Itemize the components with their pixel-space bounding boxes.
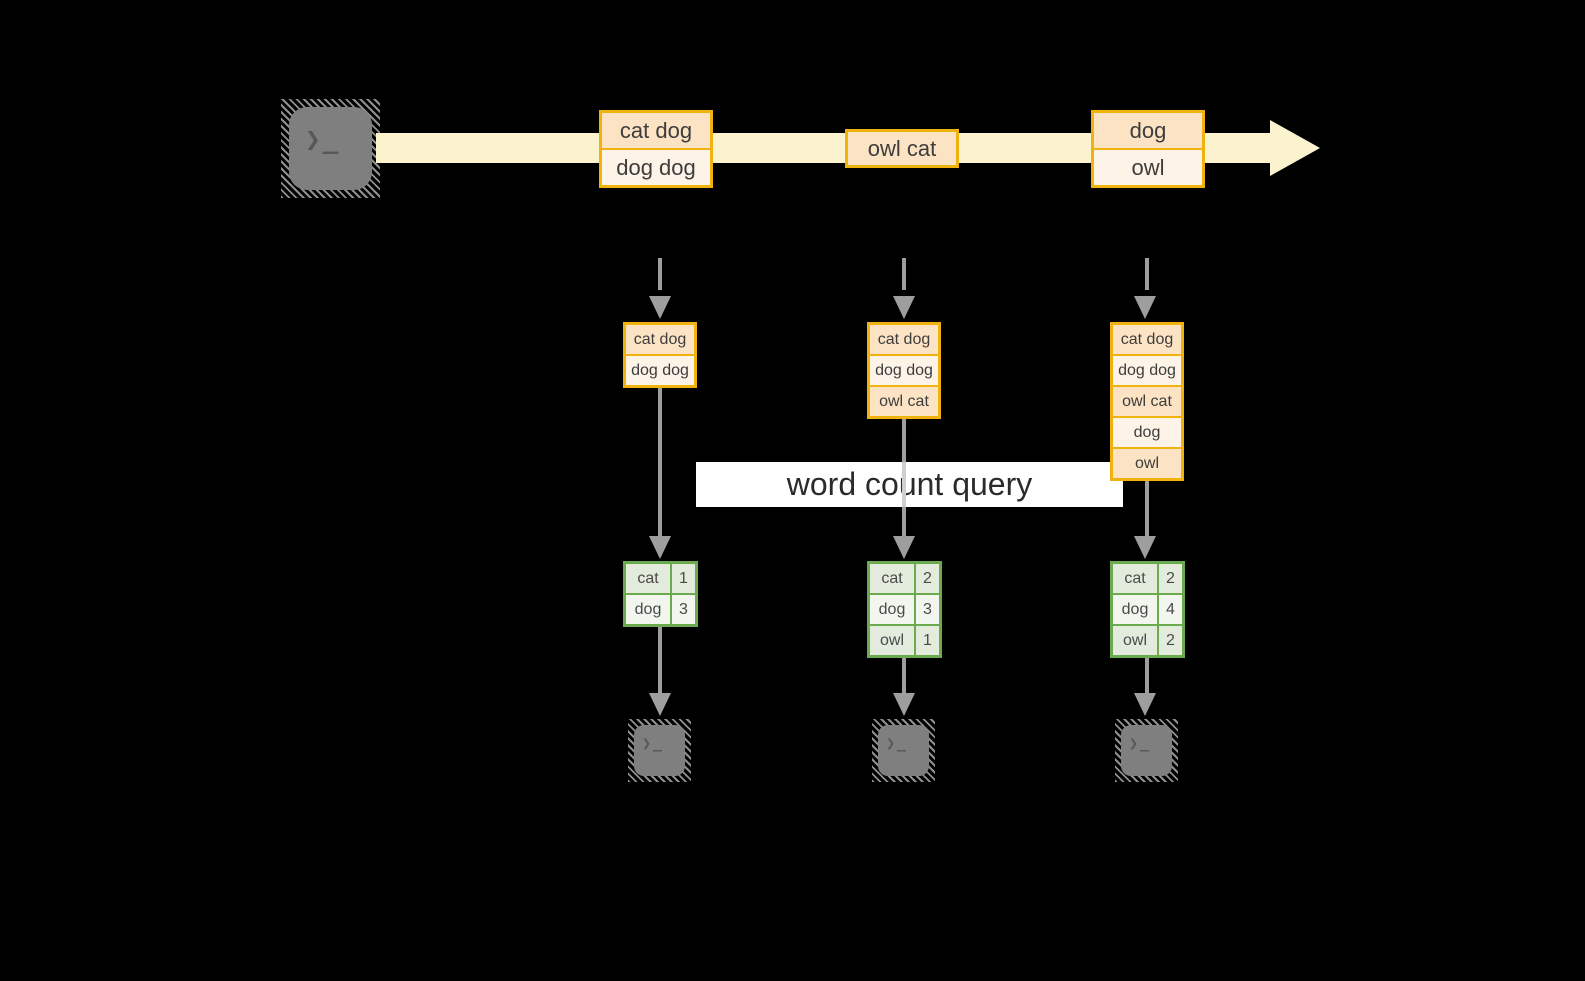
stream-event-batch-2: owl cat bbox=[845, 129, 959, 168]
down-arrowhead-icon bbox=[1134, 536, 1156, 559]
terminal-sink-icon-3: ❯_ bbox=[1115, 719, 1178, 782]
query-arrow-line-overlay bbox=[902, 462, 906, 507]
down-arrowhead-icon bbox=[1134, 296, 1156, 319]
dashed-arrow-line bbox=[658, 258, 662, 290]
event-text: dog bbox=[1094, 113, 1202, 148]
terminal-sink-icon-body: ❯_ bbox=[1121, 725, 1172, 776]
word-cell: dog bbox=[626, 595, 670, 624]
word-cell: cat bbox=[1113, 564, 1157, 593]
count-row: dog 3 bbox=[626, 593, 695, 624]
event-text: owl bbox=[1094, 148, 1202, 185]
state-box-2: cat dog dog dog owl cat bbox=[867, 322, 941, 419]
state-row: cat dog bbox=[1113, 325, 1181, 354]
count-table-1: cat 1 dog 3 bbox=[623, 561, 698, 627]
prompt-glyph: ❯_ bbox=[886, 734, 909, 752]
word-cell: dog bbox=[1113, 595, 1157, 624]
down-arrowhead-icon bbox=[649, 693, 671, 716]
terminal-sink-icon-body: ❯_ bbox=[634, 725, 685, 776]
count-cell: 4 bbox=[1157, 595, 1182, 624]
count-table-2: cat 2 dog 3 owl 1 bbox=[867, 561, 942, 658]
state-box-3: cat dog dog dog owl cat dog owl bbox=[1110, 322, 1184, 481]
state-row: owl cat bbox=[1113, 385, 1181, 416]
query-label: word count query bbox=[786, 466, 1033, 502]
down-arrowhead-icon bbox=[893, 693, 915, 716]
terminal-source-icon: ❯_ bbox=[281, 99, 380, 198]
stream-event-batch-3: dog owl bbox=[1091, 110, 1205, 188]
count-row: cat 2 bbox=[1113, 564, 1182, 593]
state-row: cat dog bbox=[870, 325, 938, 354]
query-arrow-line bbox=[1145, 481, 1149, 536]
state-row: dog dog bbox=[870, 354, 938, 385]
query-arrow-line bbox=[658, 388, 662, 536]
event-text: owl cat bbox=[848, 132, 956, 165]
count-cell: 1 bbox=[670, 564, 695, 593]
word-cell: dog bbox=[870, 595, 914, 624]
count-row: owl 1 bbox=[870, 624, 939, 655]
count-cell: 2 bbox=[1157, 626, 1182, 655]
terminal-source-icon-body: ❯_ bbox=[289, 107, 372, 190]
state-row: cat dog bbox=[626, 325, 694, 354]
count-cell: 1 bbox=[914, 626, 939, 655]
state-row: dog bbox=[1113, 416, 1181, 447]
word-cell: cat bbox=[626, 564, 670, 593]
count-table-3: cat 2 dog 4 owl 2 bbox=[1110, 561, 1185, 658]
count-row: cat 1 bbox=[626, 564, 695, 593]
output-arrow-line bbox=[658, 627, 662, 693]
stream-arrowhead-icon bbox=[1270, 120, 1320, 176]
down-arrowhead-icon bbox=[649, 536, 671, 559]
state-row: owl cat bbox=[870, 385, 938, 416]
word-cell: owl bbox=[870, 626, 914, 655]
down-arrowhead-icon bbox=[1134, 693, 1156, 716]
output-arrow-line bbox=[902, 658, 906, 693]
down-arrowhead-icon bbox=[649, 296, 671, 319]
down-arrowhead-icon bbox=[893, 536, 915, 559]
count-cell: 3 bbox=[670, 595, 695, 624]
word-cell: owl bbox=[1113, 626, 1157, 655]
count-cell: 2 bbox=[1157, 564, 1182, 593]
stream-event-batch-1: cat dog dog dog bbox=[599, 110, 713, 188]
count-row: cat 2 bbox=[870, 564, 939, 593]
state-row: dog dog bbox=[626, 354, 694, 385]
dashed-arrow-line bbox=[1145, 258, 1149, 290]
terminal-sink-icon-body: ❯_ bbox=[878, 725, 929, 776]
query-label-band: word count query bbox=[696, 462, 1123, 507]
state-box-1: cat dog dog dog bbox=[623, 322, 697, 388]
word-cell: cat bbox=[870, 564, 914, 593]
state-row: dog dog bbox=[1113, 354, 1181, 385]
down-arrowhead-icon bbox=[893, 296, 915, 319]
prompt-glyph: ❯_ bbox=[305, 125, 341, 155]
count-cell: 3 bbox=[914, 595, 939, 624]
prompt-glyph: ❯_ bbox=[1129, 734, 1152, 752]
count-cell: 2 bbox=[914, 564, 939, 593]
count-row: dog 3 bbox=[870, 593, 939, 624]
prompt-glyph: ❯_ bbox=[642, 734, 665, 752]
state-row: owl bbox=[1113, 447, 1181, 478]
count-row: owl 2 bbox=[1113, 624, 1182, 655]
count-row: dog 4 bbox=[1113, 593, 1182, 624]
event-text: dog dog bbox=[602, 148, 710, 185]
terminal-sink-icon-2: ❯_ bbox=[872, 719, 935, 782]
dashed-arrow-line bbox=[902, 258, 906, 290]
output-arrow-line bbox=[1145, 658, 1149, 693]
terminal-sink-icon-1: ❯_ bbox=[628, 719, 691, 782]
event-text: cat dog bbox=[602, 113, 710, 148]
